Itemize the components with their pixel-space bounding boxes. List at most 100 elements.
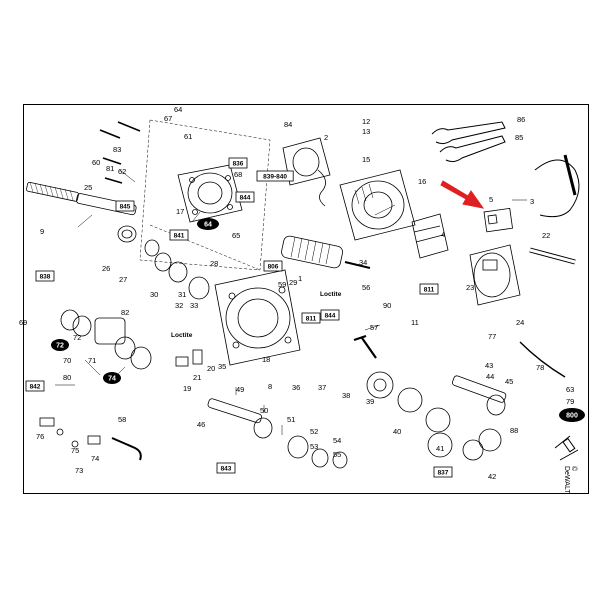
part-number-label: 34: [359, 258, 367, 267]
kit-box-label: 844: [240, 195, 251, 202]
intermediate-shaft: [452, 375, 507, 416]
part-number-label: 8: [268, 382, 272, 391]
line-art: [26, 119, 580, 469]
part-number-label: 77: [488, 332, 496, 341]
kit-box-label: 839-840: [263, 174, 287, 181]
kit-box-label: 811: [306, 316, 317, 323]
part-number-label: 5: [489, 195, 493, 204]
kit-box: [256, 170, 294, 182]
on-off-switch: [483, 207, 513, 233]
part-number-label: 60: [92, 158, 100, 167]
part-number-label: 22: [542, 231, 550, 240]
rear-housing: [469, 244, 521, 306]
part-number-label: 17: [176, 207, 184, 216]
part-number-label: 76: [36, 432, 44, 441]
part-number-label: 73: [75, 466, 83, 475]
kit-box-label: 841: [174, 233, 185, 240]
soldering-iron-icon: [554, 435, 579, 461]
kit-box-label: 843: [221, 466, 232, 473]
part-number-label: 68: [234, 170, 242, 179]
kit-box-label: 836: [233, 161, 244, 168]
part-number-label: 32: [175, 301, 183, 310]
part-number-label: 42: [488, 472, 496, 481]
loctite-label: Loctite: [320, 291, 342, 298]
part-number-label: 15: [362, 155, 370, 164]
part-number-label: 70: [63, 356, 71, 365]
gear-train: [366, 371, 502, 461]
part-number-label: 52: [310, 427, 318, 436]
part-number-label: 39: [366, 397, 374, 406]
oval-callout-64: 64: [197, 218, 219, 230]
part-number-label: 21: [193, 373, 201, 382]
part-number-label: 38: [342, 391, 350, 400]
part-number-label: 45: [505, 377, 513, 386]
kit-box: [25, 380, 45, 392]
part-number-label: 24: [516, 318, 524, 327]
part-number-label: 25: [84, 183, 92, 192]
loctite-label: Loctite: [171, 332, 193, 339]
part-number-label: 53: [310, 442, 318, 451]
part-number-label: 58: [118, 415, 126, 424]
part-number-label: 16: [418, 177, 426, 186]
part-number-label: 84: [284, 120, 292, 129]
part-number-label: 95: [0, 0, 8, 2]
part-number-label: 43: [485, 361, 493, 370]
part-number-label: 56: [362, 283, 370, 292]
part-number-label: 23: [466, 283, 474, 292]
part-number-label: 55: [333, 450, 341, 459]
motor-housing: [339, 169, 416, 241]
part-number-label: 105: [0, 0, 13, 2]
part-number-label: 29: [289, 278, 297, 287]
gearbox-housing: [214, 269, 301, 366]
kit-box-label: 837: [438, 470, 449, 477]
part-number-label: 11: [411, 318, 419, 327]
kit-box: [235, 191, 255, 203]
part-number-label: 41: [436, 444, 444, 453]
part-number-label: 1: [298, 274, 302, 283]
kit-box-label: 844: [325, 313, 336, 320]
part-number-label: 46: [197, 420, 205, 429]
kit-box: [263, 260, 283, 272]
washer-stack-left: [144, 239, 210, 300]
part-number-label: 30: [150, 290, 158, 299]
wrench-icon: [431, 121, 506, 163]
switch-assembly: [411, 213, 449, 259]
part-number-label: 75: [71, 446, 79, 455]
part-number-label: 9: [40, 227, 44, 236]
part-number-label: 57: [370, 323, 378, 332]
kit-box: [419, 283, 439, 295]
copyright-text: © DeWALT: [563, 466, 577, 494]
part-number-label: 88: [510, 426, 518, 435]
kit-box: [169, 229, 189, 241]
sleeve-assembly: [60, 309, 152, 370]
part-number-label: 28: [210, 259, 218, 268]
kit-box: [433, 466, 453, 478]
part-number-label: 90: [383, 301, 391, 310]
part-number-label: 61: [184, 132, 192, 141]
part-number-label: 100: [0, 0, 13, 2]
part-number-label: 69: [19, 318, 27, 327]
kit-box: [115, 200, 135, 212]
part-number-label: 33: [190, 301, 198, 310]
part-number-label: 31: [178, 290, 186, 299]
kit-box-label: 806: [268, 264, 279, 271]
kit-box: [301, 312, 321, 324]
part-number-label: 44: [486, 372, 494, 381]
svg-text:64: 64: [204, 222, 212, 229]
part-number-label: 110: [0, 0, 12, 2]
part-number-label: 64: [174, 105, 182, 114]
oval-callout-74: 74: [103, 372, 121, 384]
part-number-label: 85: [515, 133, 523, 142]
part-number-label: 80: [63, 373, 71, 382]
part-number-label: 71: [88, 356, 96, 365]
part-number-labels: 1234589111213151617181920212223242526272…: [0, 0, 574, 481]
kit-box-label: 811: [424, 287, 435, 294]
part-number-label: 40: [393, 427, 401, 436]
part-number-label: 62: [118, 167, 126, 176]
part-number-label: 50: [260, 406, 268, 415]
diagram-frame: [23, 104, 589, 494]
part-number-label: 36: [292, 383, 300, 392]
part-number-label: 65: [232, 231, 240, 240]
part-number-label: 67: [164, 114, 172, 123]
